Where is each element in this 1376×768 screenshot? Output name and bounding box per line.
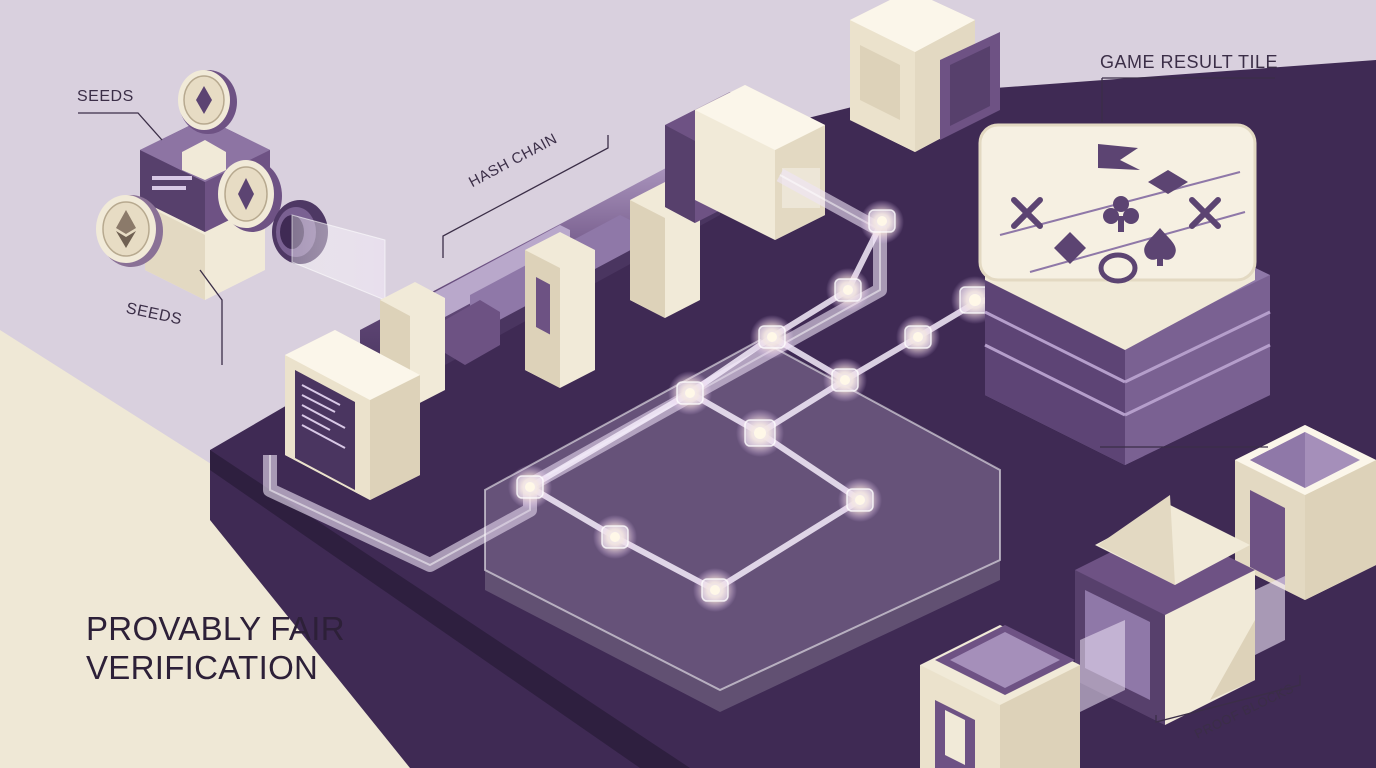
diamond-icon: [196, 86, 212, 114]
label-seeds-top: SEEDS: [77, 88, 134, 105]
spade-icon: [1144, 228, 1176, 266]
page-title: PROVABLY FAIR VERIFICATION: [86, 610, 345, 687]
tile-symbols: [1011, 144, 1221, 284]
coin-top: [178, 70, 237, 134]
leader-seeds-bottom: [199, 269, 223, 365]
leader-proof-blocks: [1155, 675, 1301, 723]
node-cores: [525, 216, 981, 595]
diamond-icon: [1054, 232, 1086, 264]
platform-edge: [210, 450, 690, 768]
page-title-line2: VERIFICATION: [86, 648, 319, 686]
club-icon: [1103, 196, 1139, 232]
cross-icon: [1189, 197, 1221, 229]
data-screen: [295, 370, 355, 490]
leader-hash-chain: [442, 135, 609, 258]
ethereum-icon: [116, 210, 136, 248]
proof-block-right: [1235, 425, 1376, 600]
seeds-station: [96, 70, 386, 301]
circle-icon: [1098, 252, 1138, 284]
top-cube: [850, 0, 1000, 152]
proof-block-front: [920, 620, 1125, 768]
proof-blocks: [920, 425, 1376, 768]
coin-right: [218, 160, 282, 232]
diamond-icon: [238, 178, 254, 210]
page-title-line1: PROVABLY FAIR: [86, 610, 345, 647]
cross-icon: [1011, 197, 1043, 229]
label-game-result-tile: GAME RESULT TILE: [1100, 52, 1279, 72]
proof-network: [263, 168, 1070, 712]
flag-icon: [1098, 144, 1140, 170]
game-result-tile: [978, 123, 1271, 465]
leader-lines: [78, 77, 1301, 723]
leader-seeds-top: [78, 112, 163, 141]
clamp-2: [525, 232, 595, 388]
coin-left: [96, 195, 163, 267]
square-icon: [1148, 170, 1188, 194]
end-block-bottom: [285, 330, 420, 500]
